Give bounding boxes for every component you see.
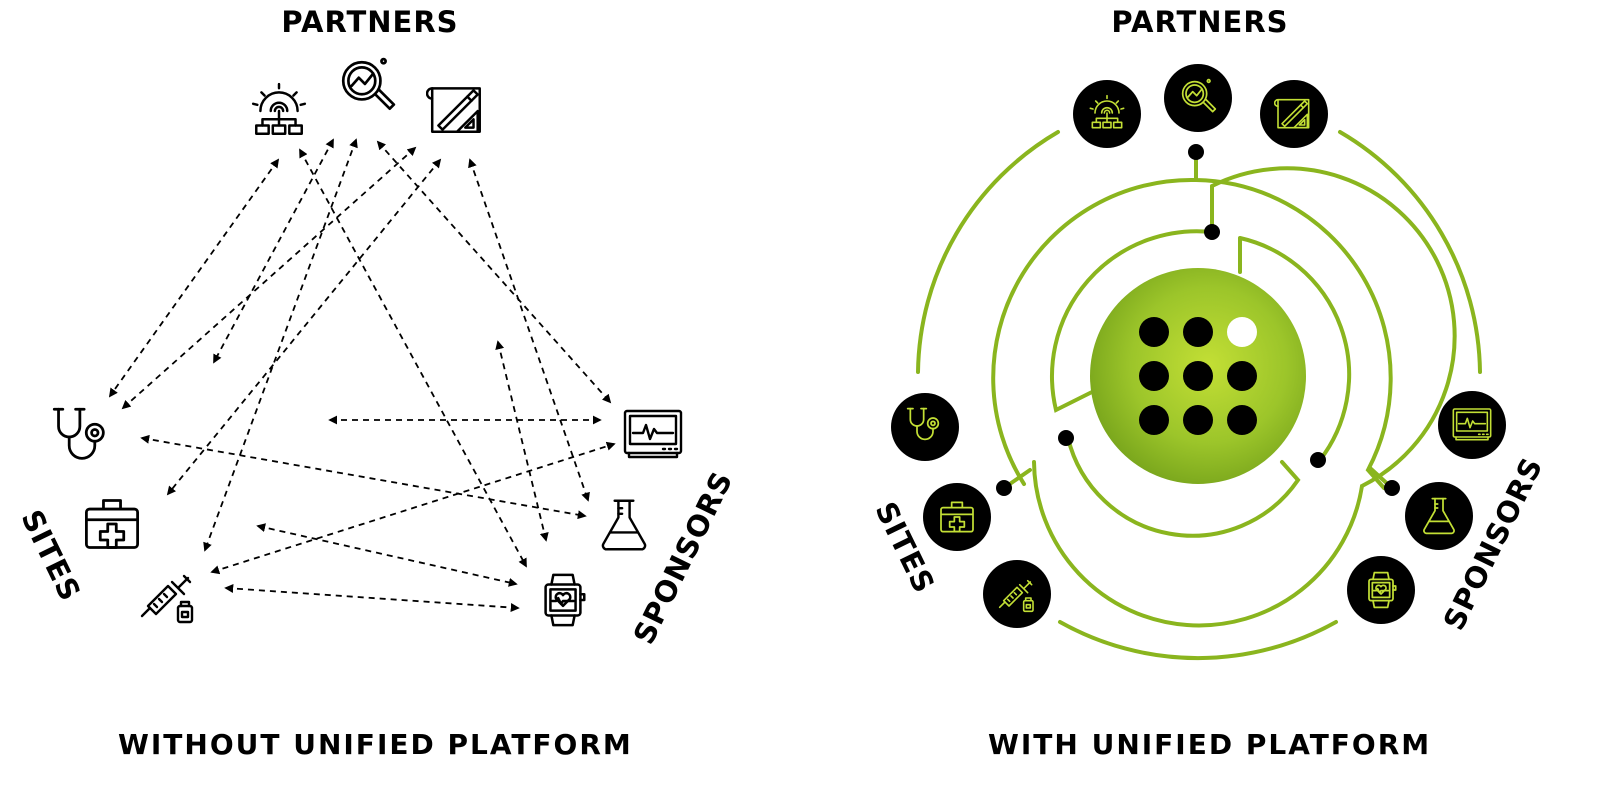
badge-blueprint bbox=[1260, 80, 1328, 148]
analytics-magnifier-icon bbox=[341, 57, 396, 111]
unified-platform-hub bbox=[1090, 268, 1306, 484]
connection-arrow bbox=[495, 340, 549, 542]
network-gear-icon bbox=[251, 82, 307, 135]
outer-ring-bottom-arc bbox=[1058, 620, 1338, 660]
connection-arrow bbox=[468, 158, 590, 502]
connection-arrow bbox=[224, 584, 520, 612]
left-partners-label: PARTNERS bbox=[281, 5, 458, 39]
left-connections bbox=[108, 138, 616, 612]
hub-dot bbox=[1183, 317, 1213, 347]
badge-stethoscope bbox=[891, 393, 959, 461]
right-caption: WITH UNIFIED PLATFORM bbox=[988, 728, 1432, 761]
syringe-vial-icon bbox=[140, 574, 194, 624]
badge-flask bbox=[1405, 482, 1473, 550]
left-sponsors-label: SPONSORS bbox=[627, 466, 740, 650]
badge-analytics bbox=[1164, 64, 1232, 132]
junction-dot bbox=[1384, 480, 1400, 496]
badge-watch bbox=[1347, 556, 1415, 624]
right-panel: PARTNERS SITES SPONSORS bbox=[868, 5, 1549, 660]
badge-network bbox=[1073, 80, 1141, 148]
right-partners-label: PARTNERS bbox=[1111, 5, 1288, 39]
hub-logo-dots bbox=[1139, 317, 1257, 435]
badge-medical-kit bbox=[923, 483, 991, 551]
connection-arrow bbox=[203, 138, 358, 552]
junction-dot bbox=[996, 480, 1012, 496]
connection-arrow bbox=[166, 158, 442, 496]
hub-dot bbox=[1139, 317, 1169, 347]
hub-dot-highlight bbox=[1227, 317, 1257, 347]
connection-arrow bbox=[256, 523, 518, 587]
hub-dot bbox=[1227, 361, 1257, 391]
right-node-badges bbox=[891, 64, 1506, 628]
junction-dot bbox=[1188, 144, 1204, 160]
smartwatch-heart-icon bbox=[544, 573, 586, 627]
outer-ring-right-arc bbox=[1338, 130, 1482, 374]
left-panel: PARTNERS SITES SPONSORS bbox=[14, 5, 739, 649]
ring-3 bbox=[1050, 229, 1214, 413]
ring-1 bbox=[991, 150, 1393, 490]
lab-flask-icon bbox=[601, 499, 647, 551]
connection-arrow bbox=[376, 140, 612, 404]
badge-syringe bbox=[983, 560, 1051, 628]
junction-dot bbox=[1058, 430, 1074, 446]
left-caption: WITHOUT UNIFIED PLATFORM bbox=[118, 728, 633, 761]
outer-ring-left-arc bbox=[916, 130, 1060, 374]
blueprint-design-icon bbox=[426, 87, 481, 133]
ring-5 bbox=[1066, 436, 1301, 538]
hub-dot bbox=[1139, 405, 1169, 435]
badge-monitor bbox=[1438, 391, 1506, 459]
connection-arrow bbox=[213, 138, 334, 364]
left-sites-label: SITES bbox=[14, 505, 87, 607]
junction-dot bbox=[1310, 452, 1326, 468]
hub-dot bbox=[1183, 405, 1213, 435]
connection-arrow bbox=[121, 146, 417, 410]
junction-dot bbox=[1204, 224, 1220, 240]
hub-dot bbox=[1183, 361, 1213, 391]
ring-4 bbox=[1238, 236, 1352, 462]
connection-arrow bbox=[108, 158, 280, 398]
medical-kit-icon bbox=[85, 499, 139, 549]
stethoscope-icon bbox=[52, 407, 105, 460]
hub-dot bbox=[1227, 405, 1257, 435]
connection-arrow bbox=[140, 434, 587, 520]
connection-arrow bbox=[299, 148, 527, 568]
hub-dot bbox=[1139, 361, 1169, 391]
connection-arrow bbox=[210, 441, 616, 575]
patient-monitor-icon bbox=[623, 409, 683, 459]
